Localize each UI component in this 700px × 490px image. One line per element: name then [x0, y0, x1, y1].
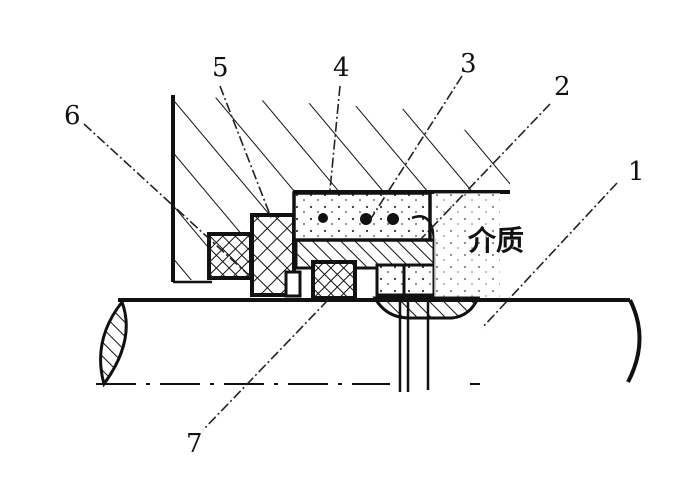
medium-region — [434, 193, 500, 298]
label-5: 5 — [212, 53, 229, 83]
label-2: 2 — [554, 72, 571, 102]
packing-ring-7 — [311, 260, 357, 300]
shaft-1 — [96, 296, 642, 392]
rotating-ring-2b — [402, 263, 436, 297]
label-1: 1 — [628, 157, 645, 187]
medium-label: 介质 — [467, 224, 524, 257]
leader-6 — [83, 123, 253, 279]
static-ring-4 — [292, 191, 436, 242]
leader-5 — [219, 85, 273, 221]
label-6: 6 — [64, 101, 81, 131]
leader-3 — [369, 75, 463, 221]
leader-2 — [419, 103, 551, 241]
leader-7 — [202, 299, 329, 431]
label-4: 4 — [333, 53, 350, 83]
leader-lines — [83, 75, 618, 431]
rotating-ring-2a — [375, 263, 406, 297]
label-7: 7 — [186, 429, 203, 459]
spacer — [284, 270, 302, 298]
label-3: 3 — [460, 49, 477, 79]
leader-1 — [481, 182, 618, 329]
